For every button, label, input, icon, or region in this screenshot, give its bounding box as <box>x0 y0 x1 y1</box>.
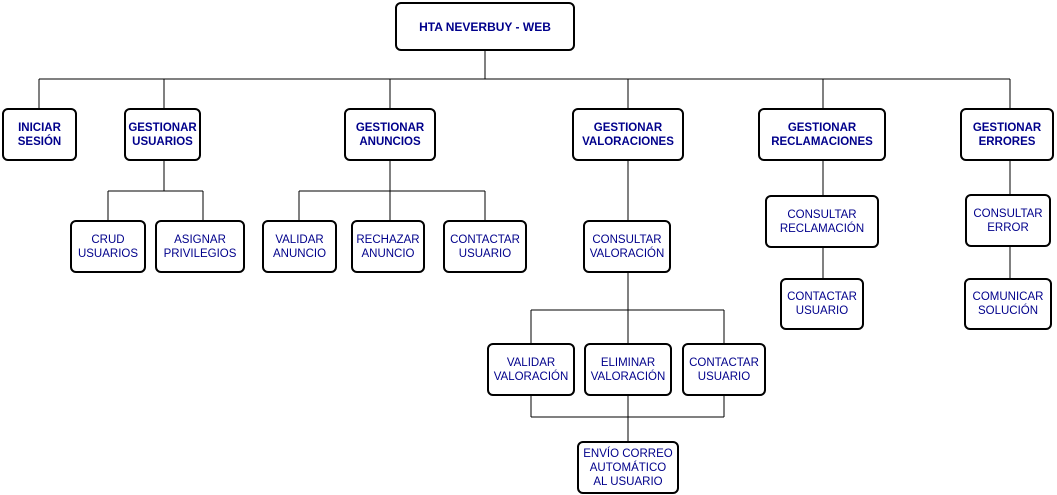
node-iniciar-sesion: INICIAR SESIÓN <box>2 108 77 161</box>
node-contactar-usuario-valoraciones: CONTACTAR USUARIO <box>682 343 766 396</box>
node-rechazar-anuncio: RECHAZAR ANUNCIO <box>351 220 425 273</box>
node-gestionar-anuncios: GESTIONAR ANUNCIOS <box>344 108 436 161</box>
node-gestionar-reclamaciones: GESTIONAR RECLAMACIONES <box>758 108 886 161</box>
node-validar-valoracion: VALIDAR VALORACIÓN <box>487 343 575 396</box>
node-envio-correo: ENVÍO CORREO AUTOMÁTICO AL USUARIO <box>577 441 679 494</box>
node-gestionar-errores: GESTIONAR ERRORES <box>960 108 1054 161</box>
node-consultar-valoracion: CONSULTAR VALORACIÓN <box>583 220 671 273</box>
node-consultar-error: CONSULTAR ERROR <box>965 194 1051 247</box>
node-asignar-privilegios: ASIGNAR PRIVILEGIOS <box>155 220 245 273</box>
node-gestionar-usuarios: GESTIONAR USUARIOS <box>124 108 201 161</box>
node-eliminar-valoracion: ELIMINAR VALORACIÓN <box>584 343 672 396</box>
root-node: HTA NEVERBUY - WEB <box>395 2 575 51</box>
node-crud-usuarios: CRUD USUARIOS <box>70 220 146 273</box>
node-consultar-reclamacion: CONSULTAR RECLAMACIÓN <box>765 195 879 248</box>
node-contactar-usuario-anuncios: CONTACTAR USUARIO <box>443 220 527 273</box>
node-contactar-usuario-reclamaciones: CONTACTAR USUARIO <box>780 278 864 330</box>
node-validar-anuncio: VALIDAR ANUNCIO <box>262 220 337 273</box>
node-gestionar-valoraciones: GESTIONAR VALORACIONES <box>572 108 684 161</box>
node-comunicar-solucion: COMUNICAR SOLUCIÓN <box>964 278 1052 330</box>
